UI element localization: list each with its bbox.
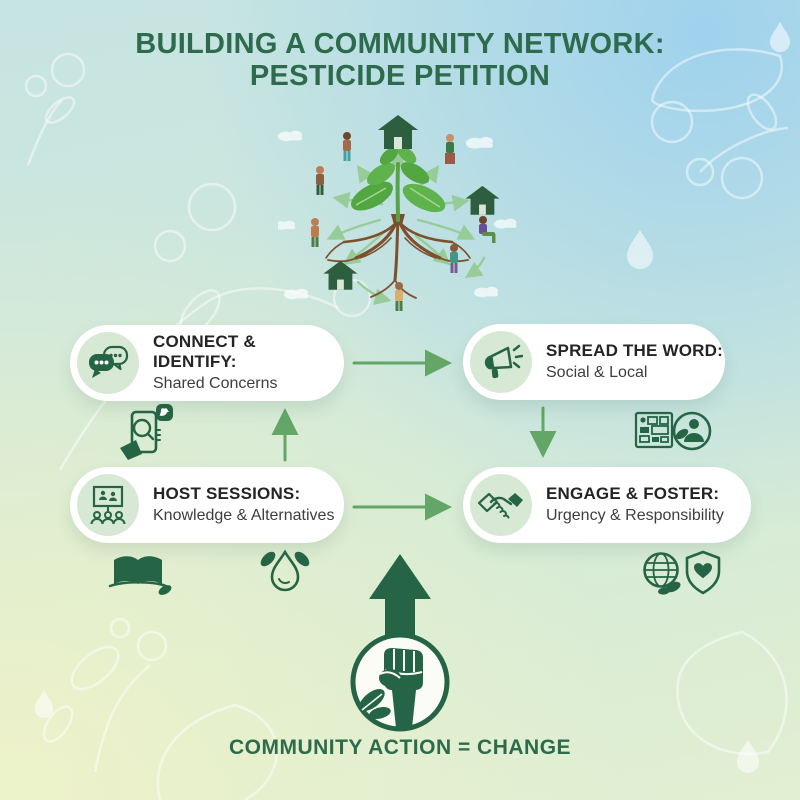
person-figure — [316, 166, 324, 195]
person-figure — [343, 132, 351, 161]
page-title-line1: BUILDING A COMMUNITY NETWORK: — [135, 28, 665, 60]
step-title: SPREAD THE WORD: — [546, 341, 723, 360]
step-title: CONNECT & IDENTIFY: — [153, 332, 256, 371]
step-title: ENGAGE & FOSTER: — [546, 484, 720, 503]
person-figure — [445, 134, 455, 164]
step-subtitle: Urgency & Responsibility — [546, 507, 724, 524]
chat-bubbles-icon — [89, 345, 129, 378]
step-card-spread-the-word: SPREAD THE WORD: Social & Local — [463, 324, 725, 400]
community-action-arrow — [350, 554, 450, 732]
house — [465, 185, 500, 215]
person-figure — [395, 282, 403, 311]
up-arrow — [369, 554, 431, 638]
footer-caption: COMMUNITY ACTION = CHANGE — [228, 736, 572, 759]
step-title: HOST SESSIONS: — [153, 484, 301, 503]
people-figures — [311, 132, 496, 311]
house — [323, 260, 358, 290]
step-subtitle: Knowledge & Alternatives — [153, 507, 335, 524]
page-title-line2: PESTICIDE PETITION — [249, 60, 551, 92]
seedling-plant — [351, 146, 446, 222]
community-tree-illustration — [278, 115, 517, 311]
shield-heart-icon — [685, 550, 721, 595]
person-leaf-icon — [672, 411, 712, 451]
globe-leaf-icon — [643, 552, 681, 595]
page-title: BUILDING A COMMUNITY NETWORK: PESTICIDE … — [0, 28, 800, 92]
person-figure — [311, 218, 319, 247]
flyer-icon — [634, 411, 674, 449]
flyer-person-icons — [634, 411, 712, 451]
megaphone-icon — [484, 344, 523, 379]
water-drop-leaves-icon — [260, 549, 310, 592]
houses — [323, 115, 500, 290]
step-subtitle: Social & Local — [546, 364, 648, 381]
step-card-engage-foster: ENGAGE & FOSTER: Urgency & Responsibilit… — [463, 467, 751, 543]
book-leaf-icon — [108, 556, 172, 595]
phone-search-twitter-icons — [120, 404, 173, 460]
person-figure — [479, 216, 496, 243]
person-figure — [450, 244, 458, 273]
step-subtitle: Shared Concerns — [153, 375, 278, 392]
handshake-icon — [477, 492, 523, 519]
raised-fist-icon — [359, 648, 424, 728]
icon-circle — [470, 331, 532, 393]
icon-circle — [77, 332, 139, 394]
globe-shield-icons — [643, 550, 721, 595]
icon-circle — [77, 474, 139, 536]
phone-search-icon — [130, 410, 158, 454]
clouds — [278, 130, 517, 300]
house — [378, 115, 418, 149]
step-card-connect-identify: CONNECT & IDENTIFY: Shared Concerns — [70, 325, 344, 401]
icon-circle — [470, 474, 532, 536]
presentation-icon — [90, 485, 126, 525]
step-card-host-sessions: HOST SESSIONS: Knowledge & Alternatives — [70, 467, 344, 543]
